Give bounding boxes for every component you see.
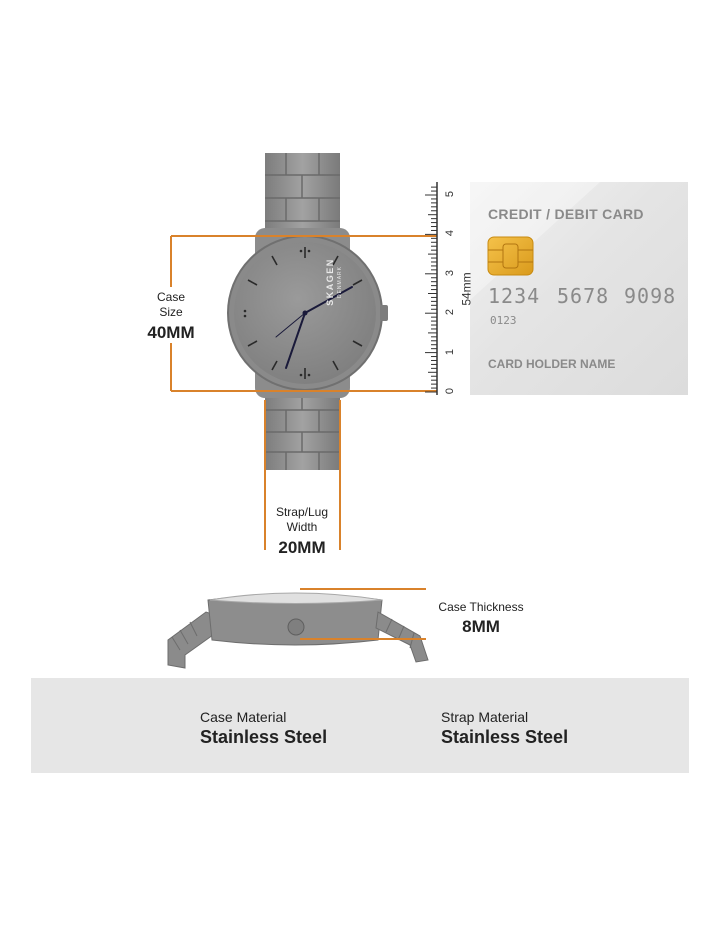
ruler-number: 4 — [444, 230, 456, 237]
thickness-bracket — [300, 588, 426, 640]
case-size-label: Case Size 40MM — [136, 290, 206, 343]
case-size-bracket — [170, 235, 437, 392]
card-title: CREDIT / DEBIT CARD — [488, 206, 644, 222]
strap-material-info: Strap Material Stainless Steel — [441, 708, 568, 748]
upper-bracelet — [265, 153, 340, 233]
brand-logo: SKAGEN DENMARK — [325, 252, 345, 312]
crown-button — [380, 305, 388, 321]
card-number-3: 9098 — [624, 284, 677, 308]
strap-width-line1: Strap/Lug — [275, 505, 329, 519]
watch-side-view — [167, 592, 429, 669]
case-thickness-title: Case Thickness — [438, 600, 524, 614]
card-number-1: 1234 — [488, 284, 541, 308]
case-size-value: 40MM — [147, 323, 195, 342]
materials-band — [31, 678, 689, 773]
credit-card — [470, 182, 688, 395]
ruler-number: 5 — [444, 190, 456, 198]
case-material-label: Case Material — [200, 709, 287, 725]
ruler-length-label: 54mm — [459, 272, 474, 306]
case-thickness-label: Case Thickness 8MM — [426, 600, 536, 637]
brand-sub: DENMARK — [337, 266, 343, 299]
case-material-value: Stainless Steel — [200, 727, 328, 747]
watch-hands — [275, 286, 353, 369]
strap-width-label: Strap/Lug Width 20MM — [262, 505, 342, 558]
ruler — [425, 182, 438, 395]
card-small-number: 0123 — [490, 314, 517, 327]
case-size-line1: Case — [156, 290, 185, 304]
ruler-number: 1 — [444, 348, 456, 355]
ruler-number: 3 — [444, 269, 456, 276]
strap-material-label: Strap Material — [441, 709, 529, 725]
card-number-2: 5678 — [557, 284, 610, 308]
side-crown-icon — [287, 618, 305, 636]
lower-bracelet — [265, 390, 340, 470]
case-material-info: Case Material Stainless Steel — [200, 708, 327, 748]
case-size-line2: Size — [159, 305, 183, 319]
strap-width-value: 20MM — [278, 538, 326, 557]
hour-markers — [247, 247, 363, 379]
strap-width-bracket — [264, 400, 341, 550]
strap-material-value: Stainless Steel — [441, 727, 569, 747]
strap-width-line2: Width — [286, 520, 318, 534]
ruler-number: 2 — [444, 309, 456, 316]
card-chip-icon — [487, 236, 534, 276]
ruler-number: 0 — [444, 387, 456, 395]
case-thickness-value: 8MM — [462, 617, 500, 636]
brand-name: SKAGEN — [325, 258, 335, 306]
card-holder-name: CARD HOLDER NAME — [488, 357, 616, 371]
